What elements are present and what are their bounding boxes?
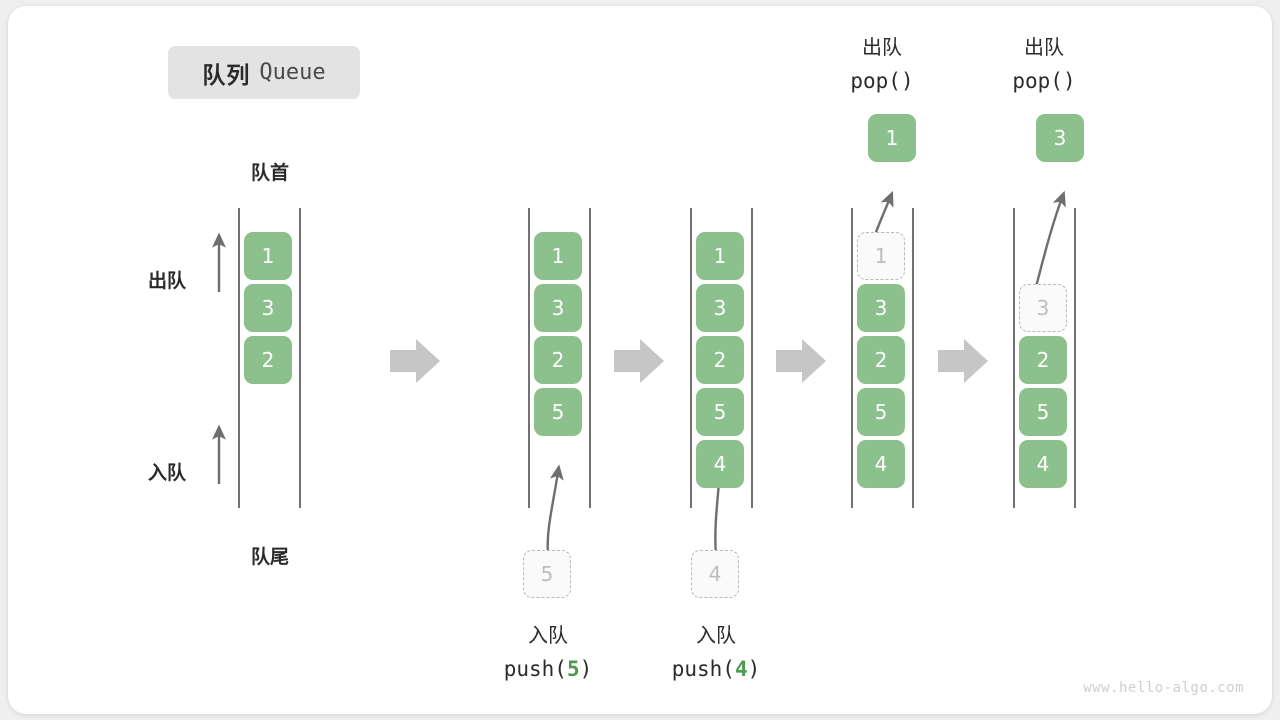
ghost-cell-pop1: 1 xyxy=(857,232,905,280)
push5-code-suffix: ) xyxy=(579,657,593,681)
push4-caption-cn: 入队 xyxy=(696,623,736,647)
push4-caption: 入队 push(4) xyxy=(616,618,816,686)
title-cn: 队列 xyxy=(202,62,251,89)
cell-col5-2: 5 xyxy=(1019,388,1067,436)
cell-col1-0: 1 xyxy=(244,232,292,280)
cell-col1-1: 3 xyxy=(244,284,292,332)
cell-col3-2: 2 xyxy=(696,336,744,384)
dequeue-label: 出队 xyxy=(148,270,187,292)
cell-col3-0: 1 xyxy=(696,232,744,280)
cell-col3-3: 5 xyxy=(696,388,744,436)
cell-col2-0: 1 xyxy=(534,232,582,280)
pop2-caption-cn: 出队 xyxy=(1024,35,1064,59)
push4-code-prefix: push( xyxy=(671,657,735,681)
pop1-code-prefix: pop( xyxy=(850,69,901,93)
pop2-code-suffix: ) xyxy=(1062,69,1076,93)
cell-col2-1: 3 xyxy=(534,284,582,332)
watermark: www.hello-algo.com xyxy=(1083,680,1244,696)
ghost-cell-push4: 4 xyxy=(691,550,739,598)
cell-col3-4: 4 xyxy=(696,440,744,488)
cell-col5-1: 2 xyxy=(1019,336,1067,384)
ghost-cell-push5: 5 xyxy=(523,550,571,598)
front-label: 队首 xyxy=(250,162,289,184)
cell-col4-1: 3 xyxy=(857,284,905,332)
push4-caption-code: push(4) xyxy=(616,652,816,686)
cell-col4-3: 5 xyxy=(857,388,905,436)
cell-col1-2: 2 xyxy=(244,336,292,384)
pop1-caption-code: pop() xyxy=(792,64,972,98)
cell-col3-1: 3 xyxy=(696,284,744,332)
push5-code-num: 5 xyxy=(566,657,580,681)
step-separator-arrow-3 xyxy=(776,339,826,383)
pop2-code-prefix: pop( xyxy=(1012,69,1063,93)
push5-arrow xyxy=(546,464,564,557)
pop1-caption-cn: 出队 xyxy=(862,35,902,59)
enqueue-label: 入队 xyxy=(148,462,187,484)
popped-cell-2: 3 xyxy=(1036,114,1084,162)
title-badge: 队列 Queue xyxy=(168,46,360,99)
pop2-caption-code: pop() xyxy=(954,64,1134,98)
push5-caption-cn: 入队 xyxy=(528,623,568,647)
title-en: Queue xyxy=(259,60,326,85)
step-separator-arrow-4 xyxy=(938,339,988,383)
cell-col4-2: 2 xyxy=(857,336,905,384)
cell-col2-2: 2 xyxy=(534,336,582,384)
push5-caption-code: push(5) xyxy=(448,652,648,686)
push5-code-prefix: push( xyxy=(503,657,567,681)
push5-caption: 入队 push(5) xyxy=(448,618,648,686)
cell-col2-3: 5 xyxy=(534,388,582,436)
pop1-code-suffix: ) xyxy=(900,69,914,93)
push4-code-suffix: ) xyxy=(747,657,761,681)
step-separator-arrow-1 xyxy=(390,339,440,383)
cell-col5-3: 4 xyxy=(1019,440,1067,488)
cell-col4-4: 4 xyxy=(857,440,905,488)
ghost-cell-pop2: 3 xyxy=(1019,284,1067,332)
push4-code-num: 4 xyxy=(734,657,748,681)
rear-label: 队尾 xyxy=(250,546,289,568)
step-separator-arrow-2 xyxy=(614,339,664,383)
popped-cell-1: 1 xyxy=(868,114,916,162)
pop2-caption: 出队 pop() xyxy=(954,30,1134,98)
pop1-caption: 出队 pop() xyxy=(792,30,972,98)
